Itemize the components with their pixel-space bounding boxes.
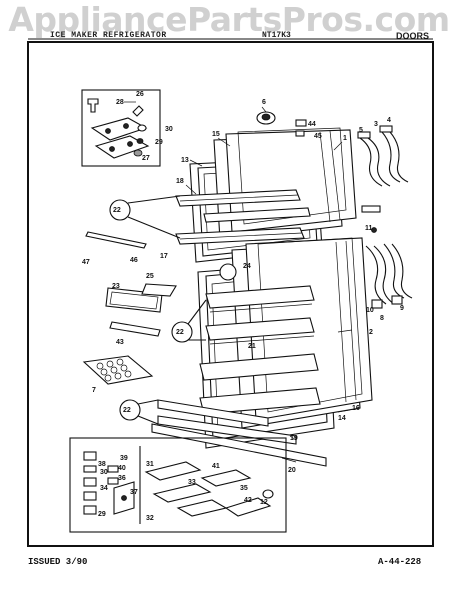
hinge-inset-bottom xyxy=(69,437,287,533)
callout-2: 2 xyxy=(369,329,373,336)
callout-30-a: 30 xyxy=(165,126,173,133)
footer-issued: ISSUED 3/90 xyxy=(28,557,88,567)
callout-44: 44 xyxy=(308,121,316,128)
footer-ref: A-44-228 xyxy=(378,557,422,567)
callout-34: 34 xyxy=(100,485,108,492)
callout-37: 37 xyxy=(130,489,138,496)
hinge-wires-right xyxy=(357,125,413,309)
callout-5: 5 xyxy=(359,127,363,134)
callout-21: 21 xyxy=(248,343,256,350)
callout-22-a: 22 xyxy=(113,207,121,214)
callout-36: 36 xyxy=(118,475,126,482)
callout-24: 24 xyxy=(243,263,251,270)
callout-39: 39 xyxy=(120,455,128,462)
callout-28: 28 xyxy=(116,99,124,106)
diagram-frame xyxy=(27,41,434,547)
callout-17: 17 xyxy=(160,253,168,260)
callout-40: 40 xyxy=(118,465,126,472)
callout-25: 25 xyxy=(146,273,154,280)
left-loose-parts xyxy=(82,231,177,385)
header-model: NT17K3 xyxy=(262,31,291,40)
header-section: DOORS xyxy=(396,31,430,41)
callout-38: 38 xyxy=(98,461,106,468)
callout-46: 46 xyxy=(130,257,138,264)
callout-42: 42 xyxy=(244,497,252,504)
leader-lines xyxy=(124,101,353,463)
callout-14: 14 xyxy=(338,415,346,422)
callout-4: 4 xyxy=(387,117,391,124)
callout-3: 3 xyxy=(374,121,378,128)
callout-22-c: 22 xyxy=(123,407,131,414)
detail-magnifiers xyxy=(109,195,237,425)
callout-31: 31 xyxy=(146,461,154,468)
hinge-inset-top xyxy=(81,89,161,167)
callout-6: 6 xyxy=(262,99,266,106)
watermark: AppliancePartsPros.com xyxy=(8,0,450,39)
callout-43: 43 xyxy=(116,339,124,346)
door-trim-strips xyxy=(151,399,327,467)
callout-47: 47 xyxy=(82,259,90,266)
callout-9: 9 xyxy=(400,305,404,312)
callout-23: 23 xyxy=(112,283,120,290)
callout-11: 11 xyxy=(365,225,373,232)
callout-27: 27 xyxy=(142,155,150,162)
callout-45: 45 xyxy=(314,133,322,140)
callout-35: 35 xyxy=(240,485,248,492)
callout-16: 16 xyxy=(352,405,360,412)
header-title: ICE MAKER REFRIGERATOR xyxy=(50,31,167,40)
callout-20: 20 xyxy=(288,467,296,474)
callout-29-a: 29 xyxy=(155,139,163,146)
fresh-food-door-assembly xyxy=(197,237,373,449)
top-small-parts xyxy=(256,111,307,137)
callout-32: 32 xyxy=(146,515,154,522)
callout-22-b: 22 xyxy=(176,329,184,336)
callout-10: 10 xyxy=(366,307,374,314)
callout-8: 8 xyxy=(380,315,384,322)
callout-29-b: 29 xyxy=(98,511,106,518)
callout-7: 7 xyxy=(92,387,96,394)
callout-15: 15 xyxy=(212,131,220,138)
callout-1: 1 xyxy=(343,135,347,142)
callout-26: 26 xyxy=(136,91,144,98)
callout-33: 33 xyxy=(188,479,196,486)
callout-13: 13 xyxy=(181,157,189,164)
callout-41: 41 xyxy=(212,463,220,470)
callout-12: 12 xyxy=(260,499,268,506)
callout-labels: 1 2 3 4 5 6 7 8 9 10 11 12 13 14 15 16 1… xyxy=(82,91,404,522)
callout-19: 19 xyxy=(290,435,298,442)
callout-30-b: 30 xyxy=(100,469,108,476)
callout-18: 18 xyxy=(176,178,184,185)
